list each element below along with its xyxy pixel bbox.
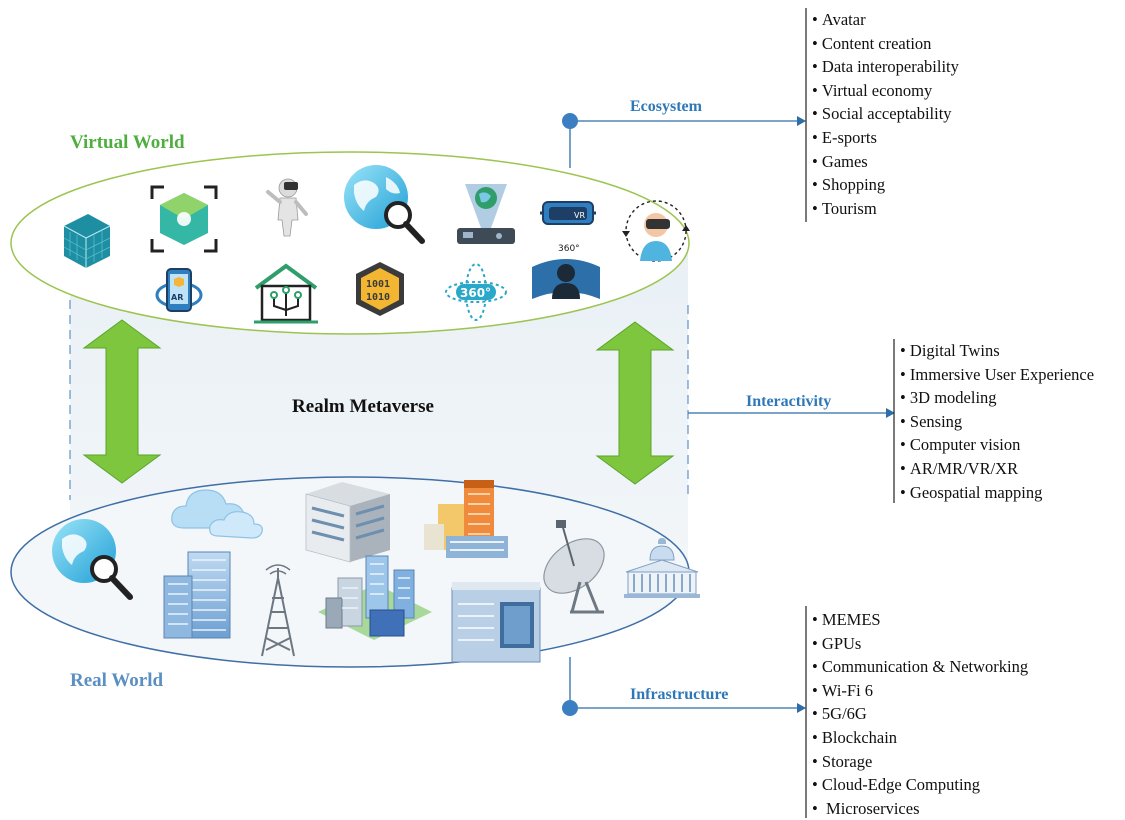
ar-badge-text: AR — [171, 293, 183, 302]
view360-text: 360° — [460, 286, 491, 300]
ar-scan-icon — [150, 185, 218, 253]
government-building-icon — [624, 538, 700, 598]
vr-figure-icon — [266, 178, 308, 237]
virtual-world-title: Virtual World — [70, 132, 185, 153]
list-item: Social acceptability — [812, 102, 959, 126]
radio-tower-icon — [261, 564, 295, 657]
realm-metaverse-label: Realm Metaverse — [292, 396, 434, 417]
list-item: GPUs — [812, 632, 1028, 656]
list-item: Avatar — [812, 8, 959, 32]
vr-headset-icon: VR — [540, 201, 596, 225]
list-item: Shopping — [812, 173, 959, 197]
left-double-arrow — [82, 319, 162, 484]
list-item: Cloud-Edge Computing — [812, 773, 1028, 797]
interactivity-label: Interactivity — [746, 393, 832, 410]
globe-search-icon — [52, 519, 133, 600]
ecosystem-list: Avatar Content creation Data interoperab… — [812, 8, 959, 220]
office-building-icon — [305, 482, 390, 563]
interactivity-connector — [688, 408, 895, 418]
binary-top-text: 1001 — [366, 279, 390, 290]
infrastructure-list: MEMES GPUs Communication & Networking Wi… — [812, 608, 1028, 820]
tower-building-icon — [424, 480, 508, 558]
list-item: Geospatial mapping — [900, 481, 1094, 505]
right-double-arrow — [595, 321, 675, 485]
list-item: Games — [812, 150, 959, 174]
list-item: Wi-Fi 6 — [812, 679, 1028, 703]
infrastructure-connector — [562, 657, 806, 716]
skyscraper-icon — [163, 551, 231, 639]
list-item: Blockchain — [812, 726, 1028, 750]
list-item: 3D modeling — [900, 386, 1094, 410]
list-item: Sensing — [900, 410, 1094, 434]
list-item: Tourism — [812, 197, 959, 221]
binary-chip-icon: 1001 1010 — [356, 262, 404, 316]
list-item: Content creation — [812, 32, 959, 56]
list-item: E-sports — [812, 126, 959, 150]
list-item: Storage — [812, 750, 1028, 774]
list-item: Computer vision — [900, 433, 1094, 457]
smart-home-icon — [254, 263, 318, 324]
cloud-icon — [171, 489, 263, 539]
list-item: MEMES — [812, 608, 1028, 632]
list-item: Communication & Networking — [812, 655, 1028, 679]
list-item: Digital Twins — [900, 339, 1094, 363]
list-item: Data interoperability — [812, 55, 959, 79]
interactivity-list: Digital Twins Immersive User Experience … — [900, 339, 1094, 504]
ecosystem-connector — [562, 113, 806, 168]
3d-cube-icon — [63, 214, 111, 268]
360-view-icon: 360° — [445, 263, 507, 321]
ecosystem-label: Ecosystem — [630, 98, 702, 115]
view360-user-text: 360° — [558, 244, 580, 254]
binary-bottom-text: 1010 — [366, 292, 390, 303]
satellite-dish-icon — [543, 520, 605, 614]
list-item: Immersive User Experience — [900, 363, 1094, 387]
hologram-projector-icon — [457, 184, 515, 244]
list-item: Microservices — [812, 797, 1028, 820]
ar-phone-icon: AR — [155, 268, 203, 312]
globe-search-icon — [344, 165, 425, 244]
vr-badge-text: VR — [574, 211, 585, 220]
vr-user-rotate-icon — [622, 200, 690, 262]
modern-building-icon — [451, 582, 541, 663]
real-world-title: Real World — [70, 670, 164, 691]
infrastructure-label: Infrastructure — [630, 686, 729, 703]
city-blocks-icon — [318, 555, 432, 640]
list-item: Virtual economy — [812, 79, 959, 103]
list-item: 5G/6G — [812, 702, 1028, 726]
list-item: AR/MR/VR/XR — [900, 457, 1094, 481]
360-user-icon: 360° — [532, 244, 600, 299]
